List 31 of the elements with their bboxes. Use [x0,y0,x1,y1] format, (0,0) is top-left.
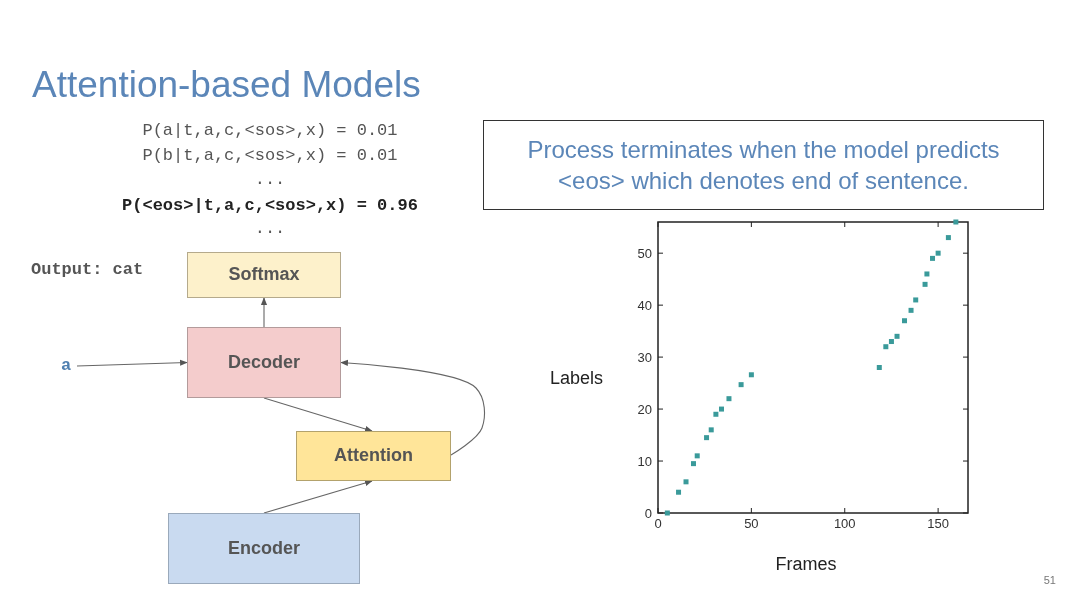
callout-box: Process terminates when the model predicts <eos> which denotes end of sentence. [483,120,1044,210]
tick-label: 50 [637,245,652,261]
tick-label: 40 [637,297,652,313]
slide-title: Attention-based Models [32,64,421,106]
probability-line: P(a|t,a,c,<sos>,x) = 0.01 [141,121,399,140]
tick-label: 0 [654,516,662,531]
tick-label: 30 [637,349,652,365]
axis-title: Frames [775,554,837,574]
tick-label: 10 [637,453,652,469]
page-number: 51 [1042,574,1056,586]
input-token: a [55,354,77,378]
tick-label: 50 [744,516,759,531]
arrow [263,397,373,432]
arrow [263,480,373,514]
process-box: Encoder [168,513,360,584]
probability-line: P(<eos>|t,a,c,<sos>,x) = 0.96 [121,196,419,215]
arrow [76,359,188,367]
tick-label: 100 [833,516,856,531]
ellipsis: ... [253,219,287,238]
probability-line: P(b|t,a,c,<sos>,x) = 0.01 [141,146,399,165]
tick-label: 20 [637,401,652,417]
process-box: Attention [296,431,451,481]
output-text: Output: cat [31,260,145,279]
tick-label: 150 [927,516,949,531]
arrow [260,297,268,328]
process-box: Decoder [187,327,341,398]
arrow [340,359,486,456]
tick-label: 0 [644,505,652,521]
process-box: Softmax [187,252,341,298]
ellipsis: ... [253,170,287,189]
axis-title: Labels [550,368,604,388]
